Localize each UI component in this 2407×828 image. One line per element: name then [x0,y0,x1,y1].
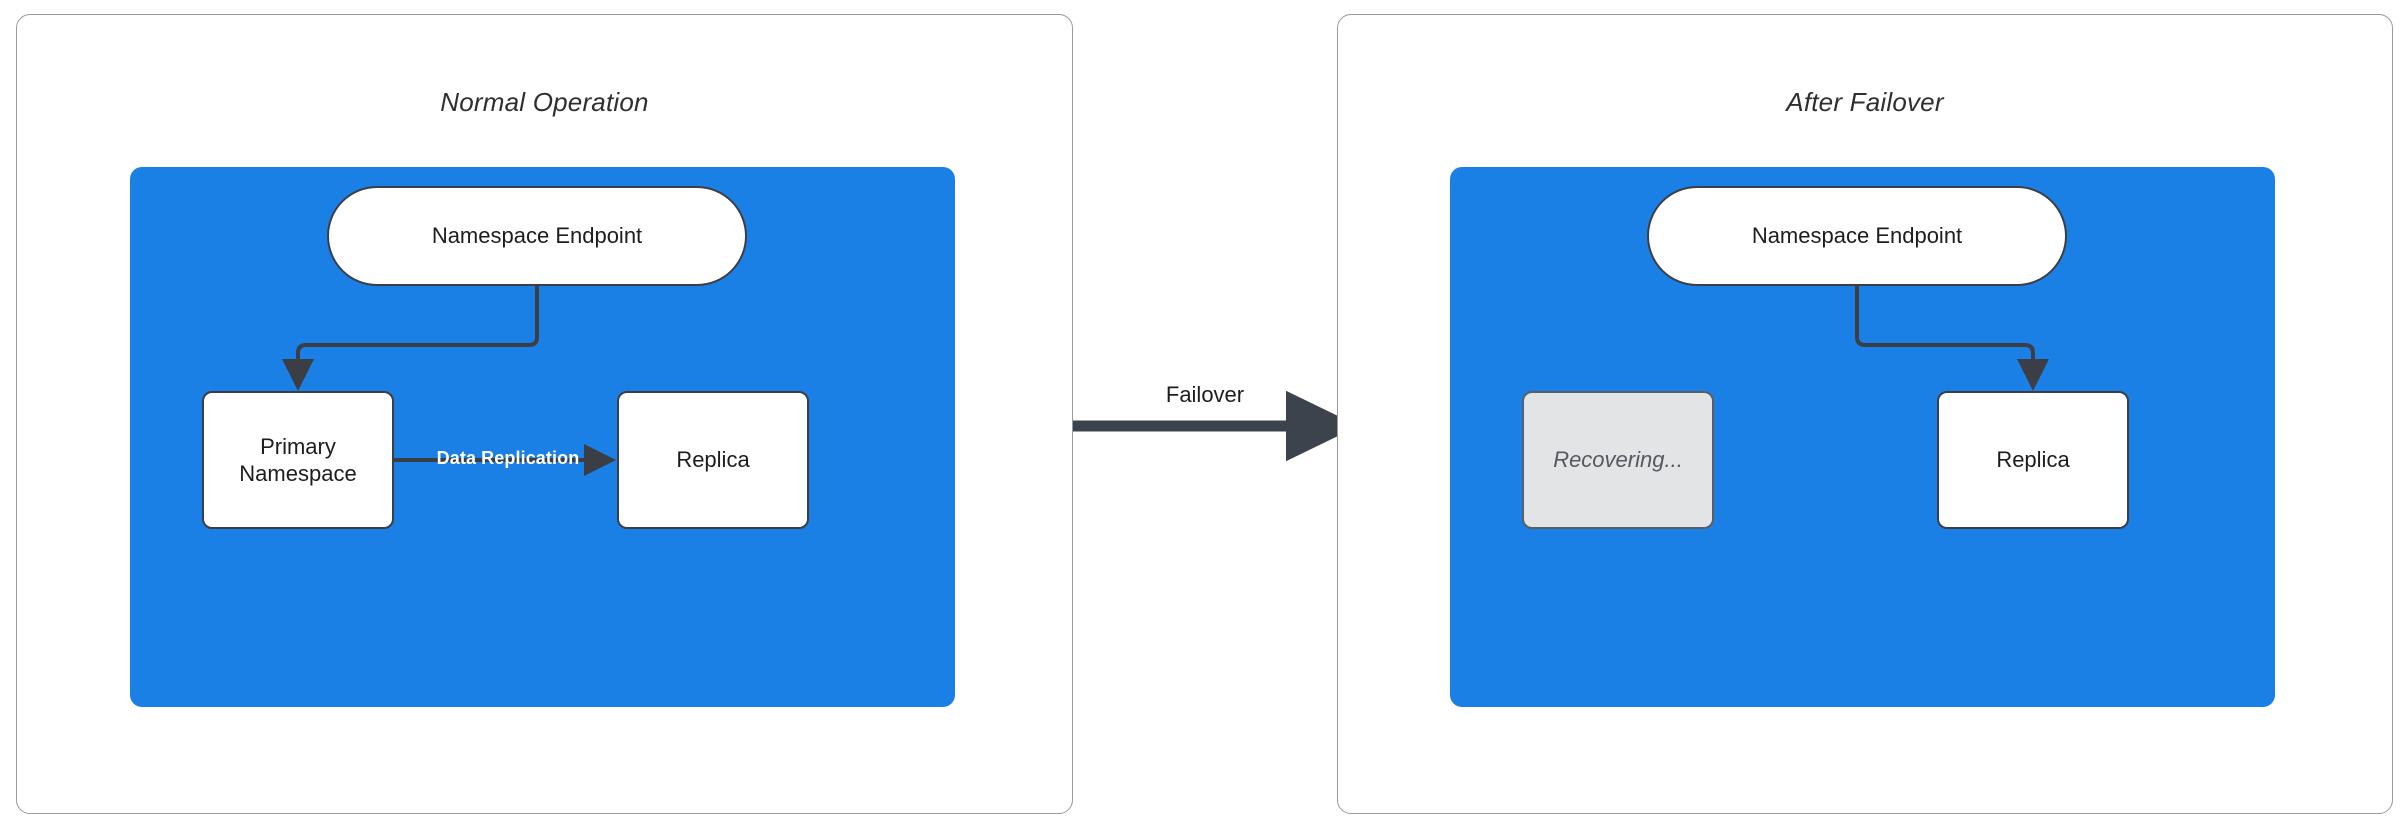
node-label-line2: Namespace [239,461,357,486]
node-label: Replica [1996,447,2070,473]
node-replica-left[interactable]: Replica [617,391,809,529]
panel-normal-operation: Normal Operation Namespace Endpoint Prim… [16,14,1073,814]
region-after-failover: Namespace Endpoint Recovering... Replica [1450,167,2275,707]
edge-label-data-replication: Data Replication [436,448,580,468]
node-label: Primary Namespace [239,433,356,488]
transition-failover: Failover [1073,370,1359,490]
failover-label: Failover [1165,382,1245,407]
panel-title-normal-operation: Normal Operation [440,87,649,117]
node-label: Recovering... [1553,447,1683,473]
node-namespace-endpoint-left[interactable]: Namespace Endpoint [327,186,747,286]
node-primary-namespace[interactable]: Primary Namespace [202,391,394,529]
node-replica-right[interactable]: Replica [1937,391,2129,529]
region-normal-operation: Namespace Endpoint Primary Namespace Rep… [130,167,955,707]
node-namespace-endpoint-right[interactable]: Namespace Endpoint [1647,186,2067,286]
node-label-line1: Primary [260,433,336,459]
node-label: Namespace Endpoint [1751,223,1963,249]
panel-title-after-failover: After Failover [1786,87,1944,117]
panel-after-failover: After Failover Namespace Endpoint Recove… [1337,14,2393,814]
node-label: Replica [676,447,750,473]
node-label: Namespace Endpoint [431,223,643,249]
node-recovering[interactable]: Recovering... [1522,391,1714,529]
